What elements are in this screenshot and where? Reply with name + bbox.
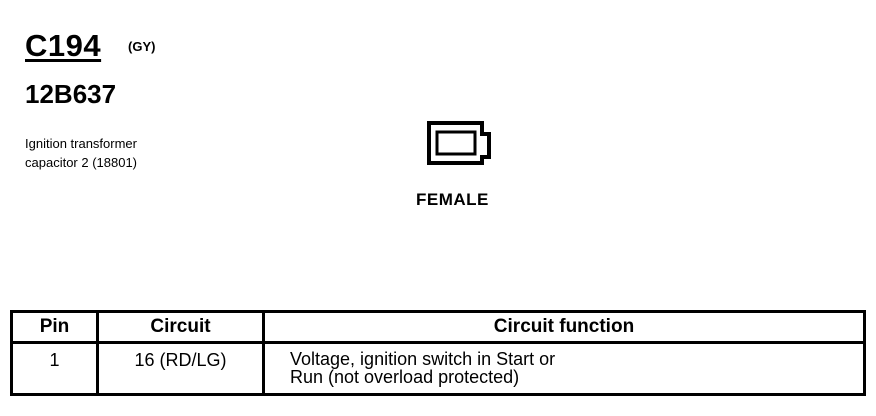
part-number: 12B637 [25,79,117,109]
circuit-id: 16 (RD/LG) [96,341,265,396]
connector-description: Ignition transformer capacitor 2 (18801) [25,134,225,172]
column-header-circuit: Circuit [96,310,265,344]
column-header-circuit-function: Circuit function [262,310,866,344]
column-header-pin: Pin [10,310,99,344]
connector-id: C194 [25,28,102,63]
pin-number: 1 [10,341,99,396]
circuit-function-line: Voltage, ignition switch in Start or [290,349,556,369]
description-line: capacitor 2 (18801) [25,155,138,170]
pin-table: Pin Circuit Circuit function 1 16 (RD/LG… [10,310,866,396]
description-line: Ignition transformer [25,136,137,151]
connector-face-icon [427,121,491,165]
circuit-function: Voltage, ignition switch in Start or Run… [262,341,866,396]
pin-table-header: Pin Circuit Circuit function [10,310,866,344]
connector-gender-label: FEMALE [416,190,489,209]
color-code: (GY) [128,39,156,54]
table-row: 1 16 (RD/LG) Voltage, ignition switch in… [10,341,866,396]
circuit-function-line: Run (not overload protected) [290,367,520,387]
